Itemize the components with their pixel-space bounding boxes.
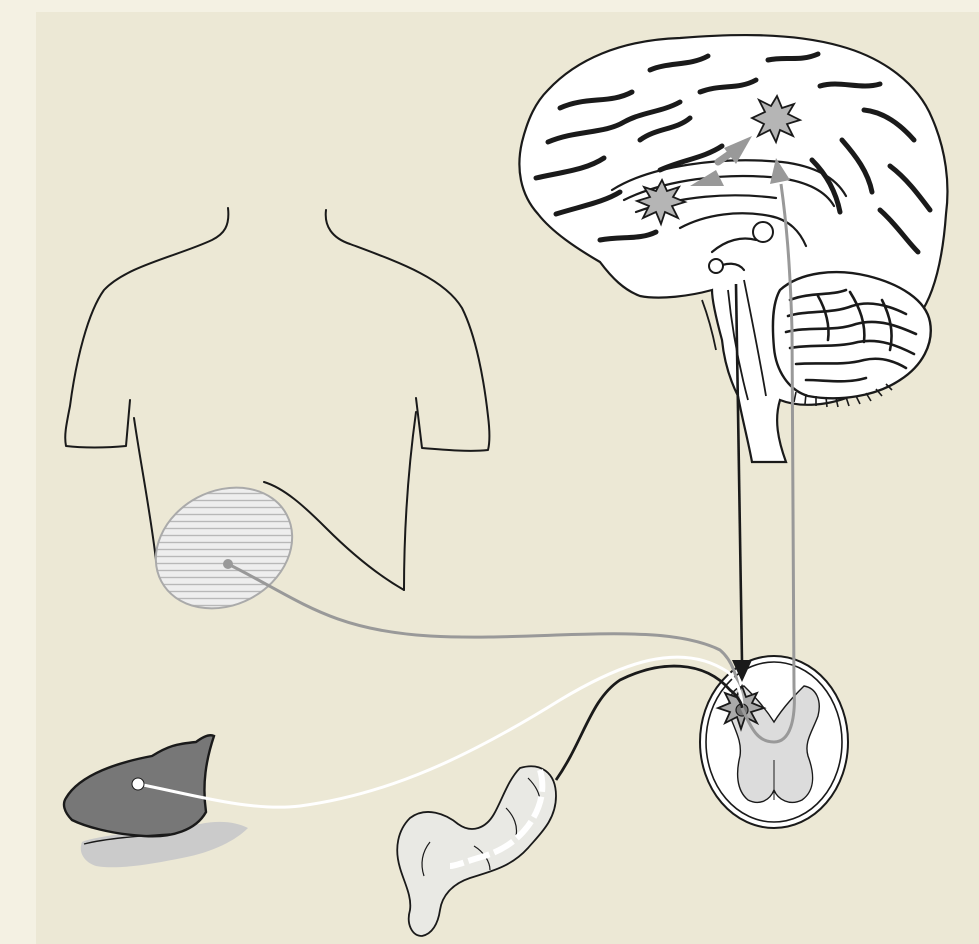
referred-pain-origin — [223, 559, 233, 569]
bladder-afferent-origin — [132, 778, 144, 790]
starburst-icon — [637, 180, 685, 224]
